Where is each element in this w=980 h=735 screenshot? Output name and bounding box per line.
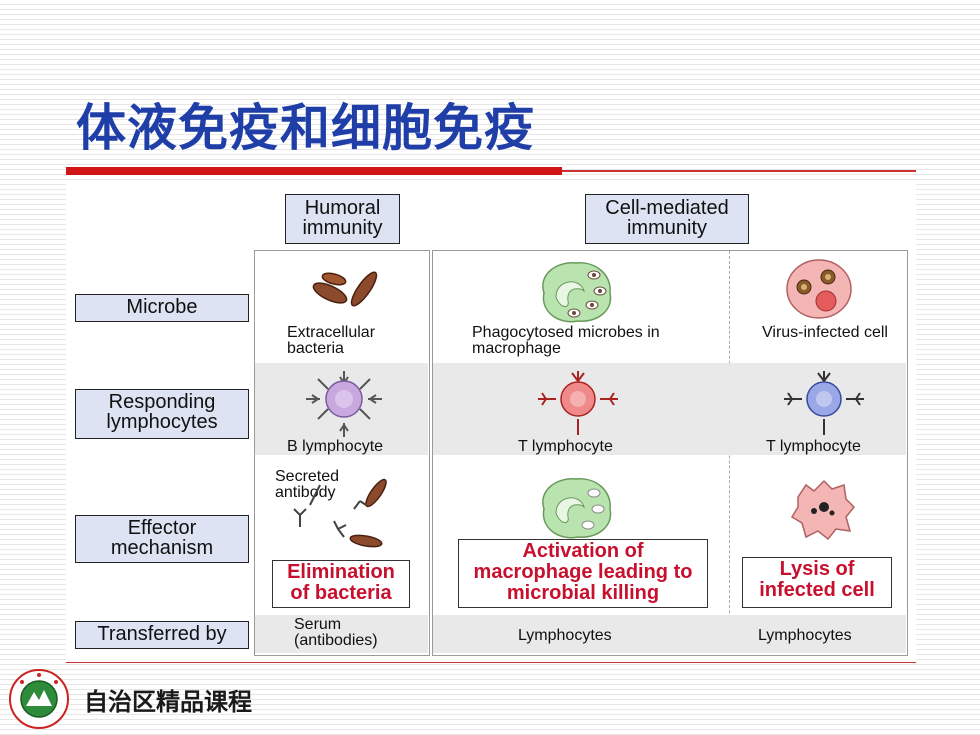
caption-secreted-antibody: Secreted antibody (275, 468, 340, 501)
caption-phagocytosed: Phagocytosed microbes in macrophage (472, 324, 660, 357)
header-humoral: Humoral immunity (285, 194, 400, 244)
caption-virus-infected: Virus-infected cell (762, 324, 888, 341)
t-lymphocyte-icon-2 (784, 371, 864, 435)
b-lymphocyte-icon (306, 371, 382, 437)
lysed-cell-icon (790, 479, 856, 541)
caption-t-lymphocyte-1: T lymphocyte (518, 438, 613, 455)
footer-rule (66, 662, 916, 663)
title-accent-bar (66, 167, 562, 175)
page-title: 体液免疫和细胞免疫 (76, 99, 535, 157)
caption-t-lymphocyte-2: T lymphocyte (766, 438, 861, 455)
transferred-band-cell (433, 615, 906, 653)
row-label-transferred: Transferred by (75, 621, 249, 649)
activated-macrophage-icon (542, 478, 612, 539)
effect-lysis: Lysis of infected cell (742, 557, 892, 608)
caption-extracellular: Extracellular bacteria (287, 324, 376, 357)
macrophage-with-microbes-icon (542, 262, 612, 323)
university-seal-logo (9, 669, 69, 729)
row-label-microbe: Microbe (75, 294, 249, 322)
transferred-band-humoral (255, 615, 428, 653)
effect-elimination: Elimination of bacteria (272, 560, 410, 608)
virus-infected-cell-icon (786, 259, 852, 319)
effect-activation: Activation of macrophage leading to micr… (458, 539, 708, 608)
caption-lymphocytes-2: Lymphocytes (758, 627, 852, 644)
row-label-effector: Effector mechanism (75, 515, 249, 563)
immunity-figure: Humoral immunity Cell-mediated immunity … (66, 183, 916, 661)
caption-serum: Serum (antibodies) (294, 616, 378, 649)
t-lymphocyte-icon-1 (538, 371, 618, 435)
extracellular-bacteria-icon (312, 271, 378, 307)
caption-b-lymphocyte: B lymphocyte (287, 438, 384, 455)
antibody-bacteria-icon (293, 478, 387, 548)
caption-lymphocytes-1: Lymphocytes (518, 627, 612, 644)
header-cell-mediated: Cell-mediated immunity (585, 194, 749, 244)
footer-course-label: 自治区精品课程 (84, 688, 252, 716)
row-label-responding: Responding lymphocytes (75, 389, 249, 439)
